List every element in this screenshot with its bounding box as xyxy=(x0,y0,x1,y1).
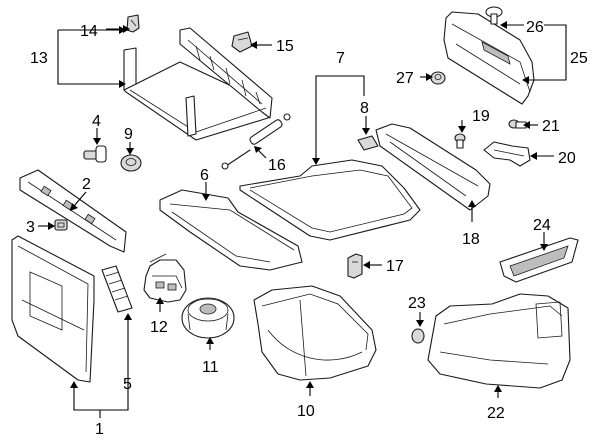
gas-strut-part-16 xyxy=(221,113,291,170)
svg-text:1: 1 xyxy=(95,421,104,438)
callout-11: 11 xyxy=(202,337,219,376)
svg-text:3: 3 xyxy=(26,219,35,236)
callout-16: 16 xyxy=(254,146,286,174)
svg-text:27: 27 xyxy=(396,70,414,87)
svg-text:7: 7 xyxy=(336,50,345,67)
callout-12: 12 xyxy=(150,297,168,336)
grommet-part-9 xyxy=(120,154,142,172)
bracket-part-20 xyxy=(483,141,531,167)
callout-24: 24 xyxy=(533,217,551,251)
callout-19: 19 xyxy=(458,108,490,133)
svg-text:23: 23 xyxy=(408,295,426,312)
callout-8: 8 xyxy=(360,100,370,135)
cover-panel-part-24 xyxy=(499,237,579,283)
svg-text:26: 26 xyxy=(526,19,544,36)
parcel-shelf-part-25 xyxy=(443,11,535,105)
sill-plate-part-18 xyxy=(375,123,491,211)
svg-text:10: 10 xyxy=(297,403,315,420)
callout-7: 7 xyxy=(312,50,365,165)
callout-2: 2 xyxy=(70,176,91,211)
floor-mat-part-6 xyxy=(159,189,303,271)
callout-15: 15 xyxy=(250,38,294,55)
grommet-part-27 xyxy=(430,71,446,85)
callout-3: 3 xyxy=(26,219,55,236)
svg-text:24: 24 xyxy=(533,217,551,234)
svg-text:5: 5 xyxy=(123,376,132,393)
push-clip-part-26 xyxy=(485,6,503,25)
svg-text:15: 15 xyxy=(276,38,294,55)
side-trim-panel-part-1 xyxy=(11,235,95,383)
callout-9: 9 xyxy=(124,126,134,155)
bracket-part-17 xyxy=(347,253,363,279)
quarter-trim-panel-part-22 xyxy=(427,293,571,389)
svg-text:21: 21 xyxy=(542,118,560,135)
svg-text:2: 2 xyxy=(82,176,91,193)
sill-trim-part-2 xyxy=(19,169,127,253)
callout-17: 17 xyxy=(363,258,404,275)
vent-grille-part-5 xyxy=(101,265,133,313)
svg-text:20: 20 xyxy=(558,150,576,167)
svg-text:9: 9 xyxy=(124,126,133,143)
clip-part-21 xyxy=(508,119,527,129)
callout-6: 6 xyxy=(200,167,210,201)
svg-text:4: 4 xyxy=(92,113,101,130)
grommet-part-23 xyxy=(411,328,425,344)
svg-text:22: 22 xyxy=(487,405,505,422)
callout-20: 20 xyxy=(530,150,576,167)
callout-23: 23 xyxy=(408,295,426,327)
callout-5: 5 xyxy=(123,376,132,393)
svg-text:19: 19 xyxy=(472,108,490,125)
spare-tire-well-part-10 xyxy=(253,285,377,381)
cargo-net-frame-part xyxy=(123,27,273,141)
jack-bracket-part-12 xyxy=(143,253,187,303)
svg-text:8: 8 xyxy=(360,100,369,117)
svg-text:6: 6 xyxy=(200,167,209,184)
svg-text:14: 14 xyxy=(80,23,98,40)
callout-10: 10 xyxy=(297,381,315,420)
push-clip-part-4 xyxy=(83,145,107,163)
floor-board-part-7 xyxy=(239,159,421,241)
clip-part-3 xyxy=(54,219,68,231)
callout-13: 13 xyxy=(30,26,126,88)
callout-14: 14 xyxy=(80,23,130,40)
svg-text:12: 12 xyxy=(150,319,168,336)
callout-4: 4 xyxy=(92,113,101,145)
callout-21: 21 xyxy=(523,118,560,135)
clip-part-15 xyxy=(231,31,253,53)
callout-26: 26 xyxy=(500,19,544,36)
callout-25: 25 xyxy=(522,24,588,84)
spare-wheel-holder-part-11 xyxy=(181,297,235,339)
svg-text:18: 18 xyxy=(462,231,480,248)
svg-text:16: 16 xyxy=(268,157,286,174)
callout-27: 27 xyxy=(396,70,433,87)
callout-18: 18 xyxy=(462,200,480,248)
svg-text:13: 13 xyxy=(30,50,48,67)
callout-22: 22 xyxy=(487,385,505,422)
clip-part-8 xyxy=(357,135,379,151)
svg-text:25: 25 xyxy=(570,50,588,67)
svg-text:11: 11 xyxy=(202,359,219,376)
callout-1: 1 xyxy=(70,313,132,438)
svg-text:17: 17 xyxy=(386,258,404,275)
clip-part-19 xyxy=(454,133,466,149)
